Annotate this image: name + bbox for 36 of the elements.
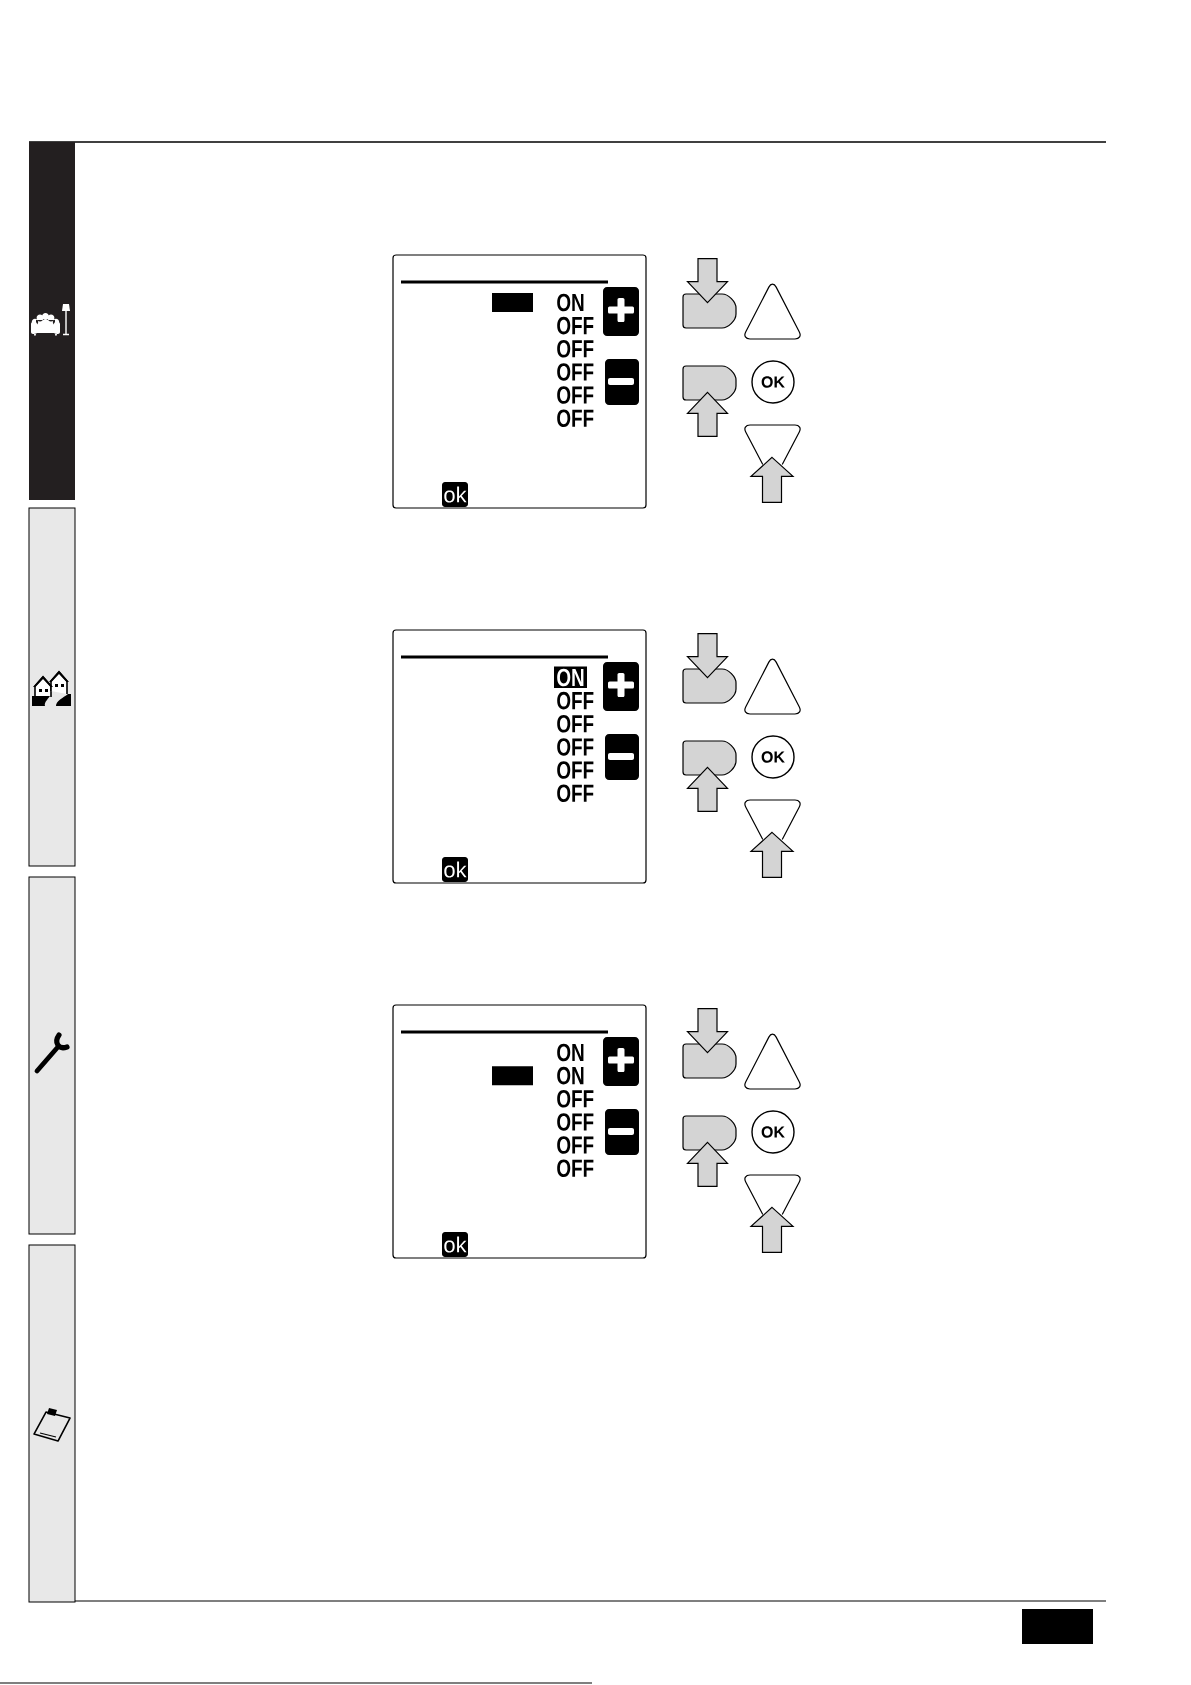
side-key [682,1043,737,1079]
status-value: OFF [557,738,594,756]
status-value: ON [557,1043,584,1062]
side-key [682,365,737,401]
status-value: ON [557,1066,584,1085]
side-key [682,293,737,329]
side-key [682,668,737,704]
status-value: ON [557,293,584,312]
selected-value: ON [554,666,587,688]
status-value: OFF [557,409,594,427]
status-value: OFF [557,715,594,733]
arrow-key [744,658,801,715]
side-key [682,740,737,776]
press-arrow [686,1141,729,1187]
arrow-key [744,1033,801,1090]
status-value: OFF [557,1136,594,1154]
status-value: OFF [557,386,594,404]
press-arrow [686,258,729,304]
press-arrow [686,1008,729,1054]
ok-key: OK [751,735,795,779]
press-arrow [686,766,729,812]
status-value: OFF [557,761,594,779]
arrow-key [744,283,801,340]
status-value: OFF [557,363,594,381]
status-value: OFF [557,316,594,335]
status-value: OFF [557,784,594,802]
press-arrow [686,391,729,437]
status-value: OFF [557,691,594,710]
ok-key: OK [751,1110,795,1154]
status-value: OFF [557,1113,594,1131]
status-value: OFF [557,1090,594,1108]
side-key [682,1115,737,1151]
ok-key: OK [751,360,795,404]
status-value: OFF [557,340,594,358]
status-value: OFF [557,1159,594,1177]
press-arrow [686,633,729,679]
